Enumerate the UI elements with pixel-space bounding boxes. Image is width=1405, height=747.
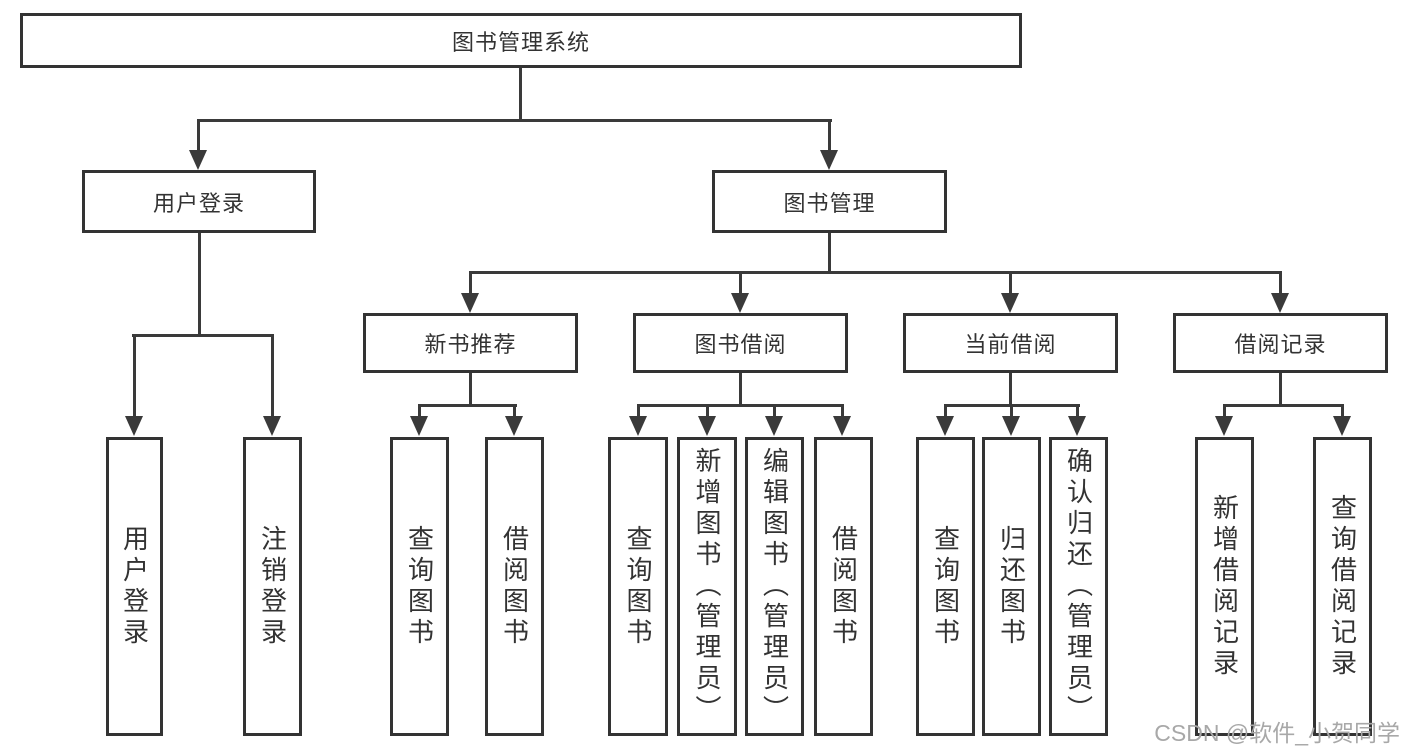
connector-line: [1341, 406, 1344, 418]
leaf-recommend-borrow-books-label: 借阅图书: [499, 524, 530, 649]
connector-line: [197, 119, 832, 122]
connector-line: [1076, 406, 1079, 418]
connector-line: [706, 406, 709, 418]
leaf-logout-label: 注销登录: [257, 524, 288, 649]
leaf-confirm-return-admin: 确认归还（管理员）: [1049, 437, 1108, 736]
leaf-edit-books-admin-label: 编辑图书（管理员）: [759, 447, 790, 726]
connector-line: [133, 336, 136, 417]
leaf-logout: 注销登录: [243, 437, 302, 736]
arrowhead-icon: [1001, 293, 1019, 313]
leaf-user-login-label: 用户登录: [119, 524, 150, 649]
leaf-confirm-return-admin-label: 确认归还（管理员）: [1063, 447, 1094, 726]
arrowhead-icon: [1002, 416, 1020, 436]
node-root-label: 图书管理系统: [451, 29, 590, 55]
connector-line: [198, 233, 201, 336]
connector-line: [739, 273, 742, 295]
node-book-management-label: 图书管理: [783, 190, 876, 216]
connector-line: [944, 404, 1080, 407]
leaf-edit-books-admin: 编辑图书（管理员）: [745, 437, 804, 736]
leaf-user-login: 用户登录: [106, 437, 163, 736]
connector-line: [944, 406, 947, 418]
leaf-borrowing-query-books: 查询图书: [608, 437, 668, 736]
arrowhead-icon: [1215, 416, 1233, 436]
arrowhead-icon: [1271, 293, 1289, 313]
leaf-add-borrow-record: 新增借阅记录: [1195, 437, 1254, 736]
leaf-borrowing-borrow-books: 借阅图书: [814, 437, 873, 736]
leaf-query-borrow-record-label: 查询借阅记录: [1327, 493, 1358, 680]
connector-line: [841, 406, 844, 418]
arrowhead-icon: [629, 416, 647, 436]
node-user-login-label: 用户登录: [152, 190, 245, 216]
leaf-borrowing-query-books-label: 查询图书: [623, 524, 653, 649]
connector-line: [132, 334, 274, 337]
node-current-borrowing: 当前借阅: [903, 313, 1118, 373]
connector-line: [197, 121, 200, 152]
leaf-recommend-borrow-books: 借阅图书: [485, 437, 544, 736]
leaf-borrowing-borrow-books-label: 借阅图书: [828, 524, 859, 649]
node-root: 图书管理系统: [20, 13, 1022, 68]
connector-line: [519, 68, 522, 121]
connector-line: [469, 373, 472, 406]
connector-line: [828, 121, 831, 152]
connector-line: [418, 404, 517, 407]
connector-line: [469, 271, 1282, 274]
node-new-book-recommend-label: 新书推荐: [424, 332, 517, 357]
leaf-recommend-query-books-label: 查询图书: [404, 524, 435, 649]
node-current-borrowing-label: 当前借阅: [964, 332, 1057, 357]
arrowhead-icon: [820, 150, 838, 170]
connector-line: [828, 233, 831, 274]
connector-line: [513, 406, 516, 418]
connector-line: [773, 406, 776, 418]
arrowhead-icon: [731, 293, 749, 313]
leaf-add-books-admin: 新增图书（管理员）: [677, 437, 737, 736]
node-borrowing-records: 借阅记录: [1173, 313, 1388, 373]
leaf-return-books: 归还图书: [982, 437, 1041, 736]
leaf-return-books-label: 归还图书: [996, 524, 1027, 649]
connector-line: [1223, 406, 1226, 418]
leaf-current-query-books-label: 查询图书: [930, 524, 961, 649]
arrowhead-icon: [698, 416, 716, 436]
node-book-management: 图书管理: [712, 170, 947, 233]
arrowhead-icon: [765, 416, 783, 436]
arrowhead-icon: [505, 416, 523, 436]
arrowhead-icon: [1333, 416, 1351, 436]
connector-line: [1279, 273, 1282, 295]
leaf-add-books-admin-label: 新增图书（管理员）: [692, 447, 722, 726]
connector-line: [1009, 273, 1012, 295]
connector-line: [1279, 373, 1282, 406]
node-new-book-recommend: 新书推荐: [363, 313, 578, 373]
node-book-borrowing: 图书借阅: [633, 313, 848, 373]
arrowhead-icon: [1068, 416, 1086, 436]
leaf-recommend-query-books: 查询图书: [390, 437, 449, 736]
arrowhead-icon: [410, 416, 428, 436]
connector-line: [469, 273, 472, 295]
connector-line: [637, 404, 844, 407]
arrowhead-icon: [189, 150, 207, 170]
arrowhead-icon: [263, 416, 281, 436]
leaf-query-borrow-record: 查询借阅记录: [1313, 437, 1372, 736]
leaf-add-borrow-record-label: 新增借阅记录: [1209, 493, 1240, 680]
arrowhead-icon: [461, 293, 479, 313]
csdn-watermark: CSDN @软件_小贺同学: [1154, 720, 1400, 746]
connector-line: [1223, 404, 1344, 407]
node-user-login: 用户登录: [82, 170, 316, 233]
connector-line: [739, 373, 742, 406]
arrowhead-icon: [833, 416, 851, 436]
arrowhead-icon: [125, 416, 143, 436]
connector-line: [1009, 373, 1012, 406]
connector-line: [271, 336, 274, 417]
connector-line: [637, 406, 640, 418]
arrowhead-icon: [936, 416, 954, 436]
connector-line: [418, 406, 421, 418]
connector-line: [1010, 406, 1013, 418]
node-borrowing-records-label: 借阅记录: [1234, 332, 1327, 357]
node-book-borrowing-label: 图书借阅: [694, 332, 787, 357]
leaf-current-query-books: 查询图书: [916, 437, 975, 736]
